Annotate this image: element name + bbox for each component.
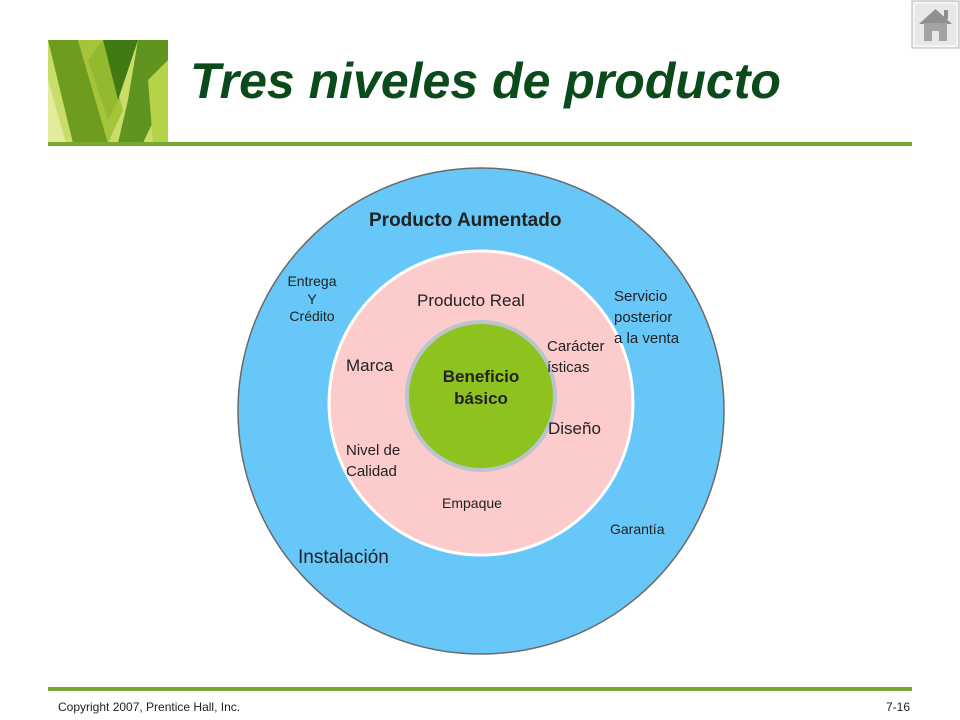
after-sale-service-label: Servicio posterior a la venta	[614, 288, 680, 347]
warranty-label: Garantía	[610, 521, 665, 537]
title-divider	[48, 142, 912, 146]
slide-number: 7-16	[885, 700, 910, 714]
delivery-credit-label: Entrega Y Crédito	[287, 273, 337, 324]
copyright-text: Copyright 2007, Prentice Hall, Inc.	[58, 700, 241, 714]
augmented-product-title: Producto Aumentado	[369, 210, 562, 231]
core-benefit-circle	[405, 320, 557, 472]
installation-label: Instalación	[298, 547, 389, 568]
quality-level-label: Nivel de Calidad	[346, 442, 401, 480]
packaging-label: Empaque	[442, 495, 502, 511]
actual-product-title: Producto Real	[417, 291, 525, 310]
core-benefit-label: Beneficio básico	[442, 367, 520, 409]
home-icon	[911, 0, 960, 49]
slide-title: Tres niveles de producto	[190, 53, 781, 109]
brand-label: Marca	[346, 356, 394, 375]
slide-logo	[48, 40, 168, 143]
home-button[interactable]	[911, 0, 960, 49]
footer-divider	[48, 687, 912, 691]
features-label: Carácter ísticas	[547, 338, 605, 376]
design-label: Diseño	[548, 419, 601, 438]
